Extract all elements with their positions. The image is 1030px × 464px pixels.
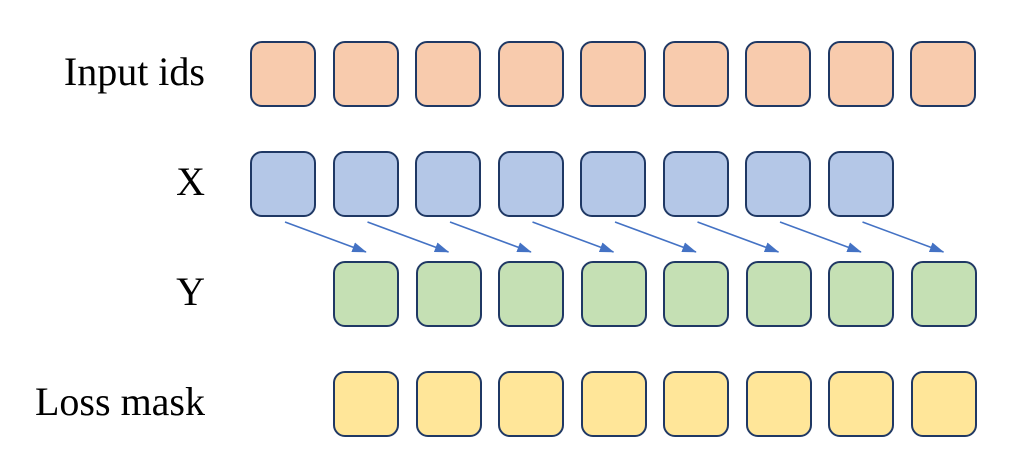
loss-mask-token-box [333, 371, 399, 437]
input-ids-token-box [580, 41, 646, 107]
input-ids-token-box [745, 41, 811, 107]
input-ids-token-box [497, 41, 564, 107]
row-label-input-ids: Input ids [63, 49, 205, 94]
row-label-x: X [176, 159, 205, 204]
input-ids-token-box [250, 41, 316, 107]
loss-mask-token-box [910, 371, 977, 437]
x-to-y-shift-arrow [697, 221, 780, 253]
y-token-box [828, 261, 894, 327]
loss-mask-token-box [498, 371, 564, 437]
x-to-y-shift-arrow [614, 221, 697, 253]
x-token-box [745, 151, 811, 217]
input-ids-token-box [910, 41, 976, 107]
loss-mask-token-box [745, 371, 812, 437]
x-to-y-shift-arrow [532, 221, 615, 253]
y-token-box [415, 261, 482, 327]
loss-mask-token-box [663, 371, 729, 437]
input-ids-token-box [662, 41, 729, 107]
x-to-y-shift-arrow [284, 221, 367, 253]
x-token-box [332, 151, 399, 217]
row-label-loss-mask: Loss mask [35, 379, 205, 424]
y-token-box [498, 261, 564, 327]
x-token-box [662, 151, 729, 217]
loss-mask-token-box [580, 371, 647, 437]
row-label-y: Y [176, 269, 205, 314]
y-token-box [910, 261, 977, 327]
x-token-box [497, 151, 564, 217]
y-token-box [333, 261, 399, 327]
input-ids-token-box [415, 41, 481, 107]
y-token-box [580, 261, 647, 327]
input-ids-token-box [827, 41, 894, 107]
x-to-y-shift-arrow [862, 221, 945, 253]
x-token-box [827, 151, 894, 217]
loss-mask-token-box [828, 371, 894, 437]
y-token-box [663, 261, 729, 327]
input-ids-token-box [332, 41, 399, 107]
loss-mask-token-box [415, 371, 482, 437]
x-to-y-shift-arrow [449, 221, 532, 253]
x-to-y-shift-arrow [367, 221, 450, 253]
x-token-box [250, 151, 316, 217]
x-to-y-shift-arrow [779, 221, 862, 253]
x-token-box [580, 151, 646, 217]
x-token-box [415, 151, 481, 217]
y-token-box [745, 261, 812, 327]
